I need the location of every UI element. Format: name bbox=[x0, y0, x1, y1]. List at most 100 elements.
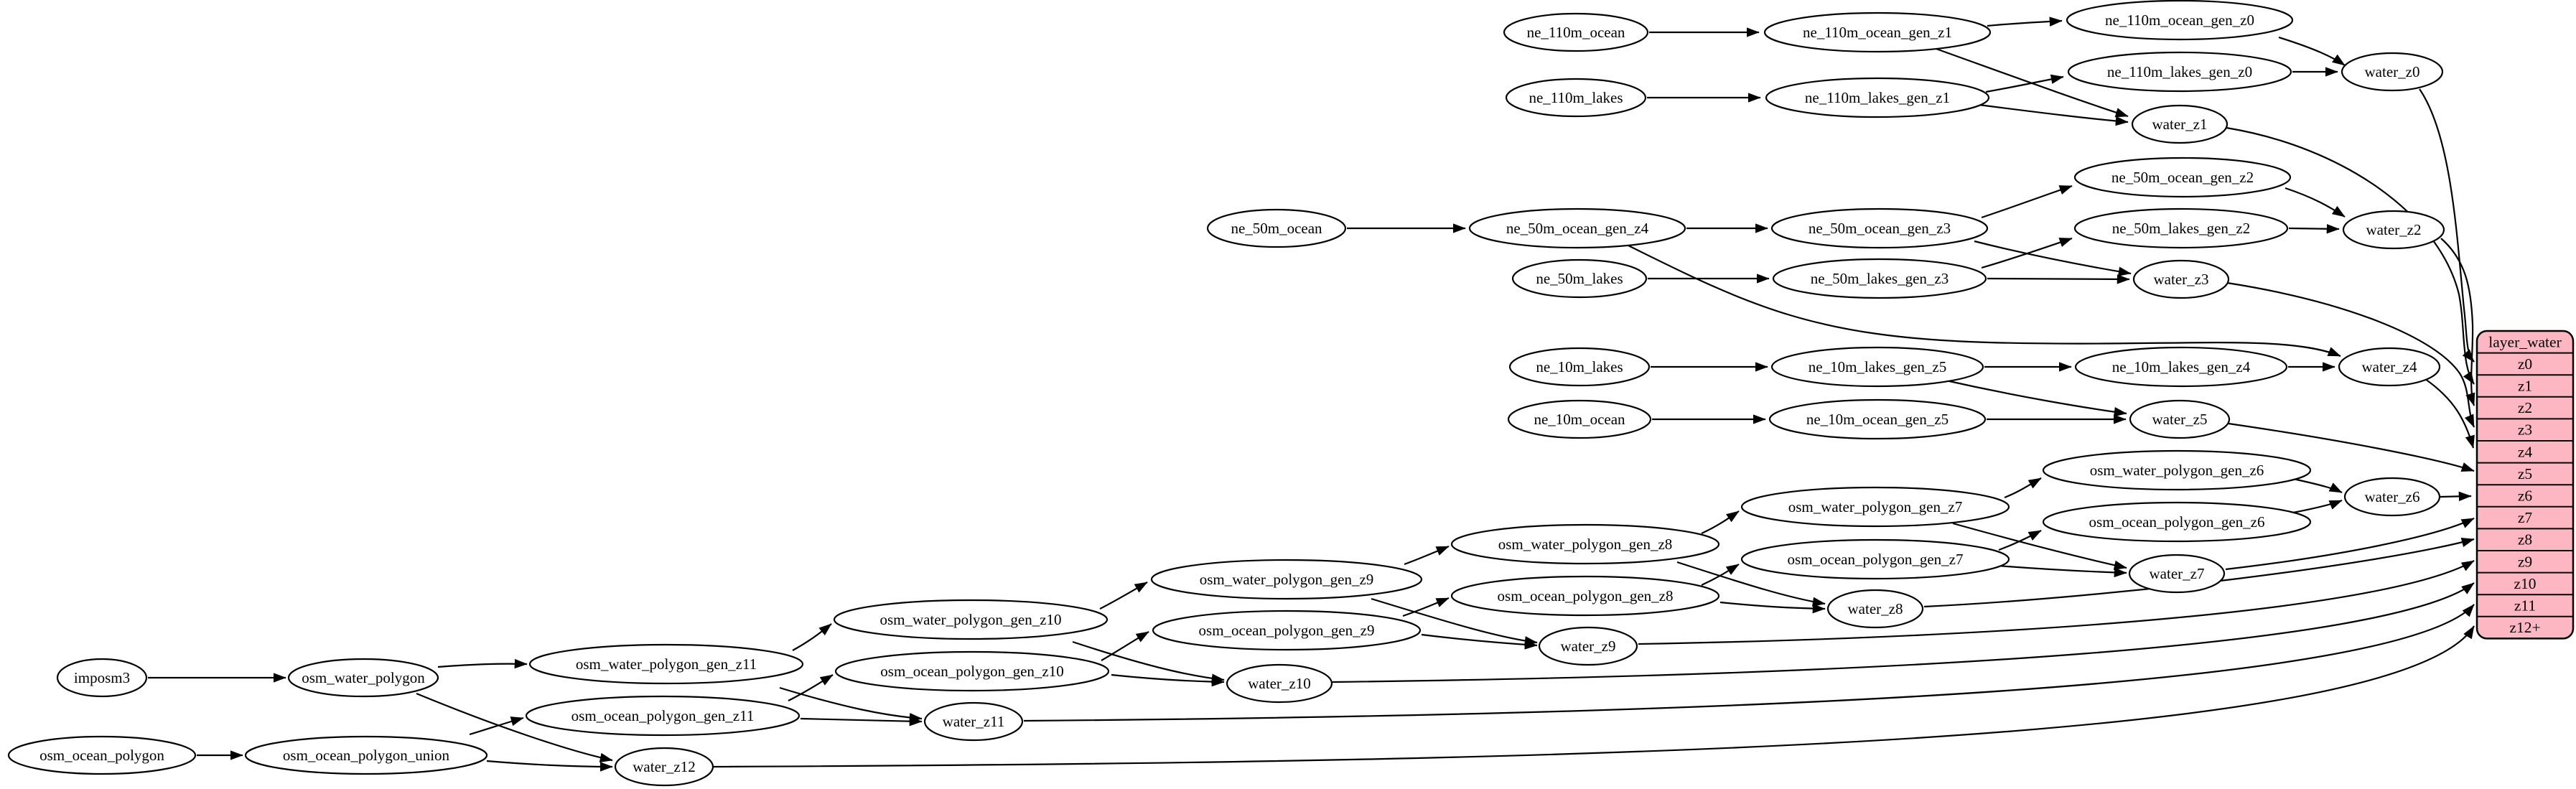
table-row-z9: z9 bbox=[2518, 553, 2532, 570]
node-ellipse bbox=[2128, 554, 2226, 594]
table-row-z4: z4 bbox=[2518, 443, 2533, 460]
node-label: osm_ocean_polygon_gen_z11 bbox=[571, 707, 755, 724]
table-row-z6: z6 bbox=[2518, 487, 2533, 505]
node-label: ne_50m_ocean bbox=[1231, 220, 1322, 237]
node-osm_water_polygon: osm_water_polygon bbox=[287, 658, 439, 698]
node-ne_50m_lakes_gen_z2: ne_50m_lakes_gen_z2 bbox=[2073, 207, 2289, 249]
node-ellipse bbox=[56, 658, 148, 698]
edge-osm_ocean_polygon_union-to-osm_ocean_polygon_gen_z11 bbox=[469, 716, 524, 736]
layer-water-table: layer_waterz0z1z2z3z4z5z6z7z8z9z10z11z12… bbox=[2475, 330, 2575, 640]
node-ellipse bbox=[1503, 12, 1649, 52]
node-ellipse bbox=[2132, 259, 2230, 299]
edge-water_z9-to-layer_water:z9 bbox=[1638, 560, 2475, 645]
edge-ne_50m_ocean_gen_z2-to-water_z2 bbox=[2285, 187, 2346, 218]
node-ellipse bbox=[2129, 399, 2231, 439]
node-label: ne_110m_ocean_gen_z1 bbox=[1803, 24, 1952, 41]
node-label: ne_50m_ocean_gen_z4 bbox=[1506, 220, 1649, 237]
edge-water_z2-to-layer_water:z2 bbox=[2440, 238, 2475, 406]
node-ellipse bbox=[1538, 626, 1638, 666]
node-water_z1: water_z1 bbox=[2131, 104, 2229, 144]
node-ellipse bbox=[2343, 477, 2441, 517]
node-ne_50m_ocean_gen_z4: ne_50m_ocean_gen_z4 bbox=[1468, 207, 1686, 249]
edge-osm_water_polygon_gen_z10-to-water_z10 bbox=[1072, 640, 1225, 683]
node-ellipse bbox=[2042, 501, 2312, 543]
node-ne_10m_ocean: ne_10m_ocean bbox=[1507, 399, 1652, 439]
node-label: ne_50m_lakes_gen_z2 bbox=[2112, 220, 2250, 237]
node-ellipse bbox=[1740, 486, 2010, 528]
edge-osm_ocean_polygon_gen_z8-to-osm_ocean_polygon_gen_z7 bbox=[1701, 564, 1740, 587]
edge-water_z8-to-layer_water:z8 bbox=[1923, 537, 2475, 608]
node-label: ne_110m_ocean bbox=[1527, 24, 1625, 41]
node-label: water_z2 bbox=[2366, 221, 2422, 238]
node-label: water_z0 bbox=[2365, 63, 2420, 80]
edge-ne_110m_ocean_gen_z0-to-water_z0 bbox=[2278, 36, 2346, 66]
table-row-z1: z1 bbox=[2518, 378, 2532, 395]
node-ellipse bbox=[2074, 346, 2288, 388]
node-ne_50m_ocean: ne_50m_ocean bbox=[1206, 208, 1347, 248]
node-ellipse bbox=[1226, 663, 1333, 704]
edge-water_z10-to-layer_water:z10 bbox=[1332, 582, 2475, 683]
node-ellipse bbox=[1763, 11, 1992, 53]
table-layer: layer_waterz0z1z2z3z4z5z6z7z8z9z10z11z12… bbox=[2475, 330, 2575, 640]
edge-osm_water_polygon_gen_z9-to-osm_water_polygon_gen_z8 bbox=[1404, 545, 1450, 566]
node-osm_ocean_polygon_gen_z11: osm_ocean_polygon_gen_z11 bbox=[525, 695, 801, 737]
node-ellipse bbox=[1770, 346, 1984, 388]
nodes-layer: ne_110m_ocean ne_110m_ocean_gen_z1 ne_110m… bbox=[7, 0, 2445, 787]
node-label: osm_ocean_polygon_gen_z10 bbox=[880, 663, 1063, 680]
edge-osm_water_polygon-to-water_z12 bbox=[416, 692, 613, 763]
node-ellipse bbox=[2066, 0, 2294, 41]
edge-osm_water_polygon_gen_z9-to-water_z9 bbox=[1371, 597, 1538, 646]
node-water_z6: water_z6 bbox=[2343, 477, 2441, 517]
edge-ne_110m_ocean_gen_z1-to-ne_110m_ocean_gen_z0 bbox=[1987, 17, 2063, 27]
edge-osm_ocean_polygon_gen_z9-to-osm_ocean_polygon_gen_z8 bbox=[1402, 597, 1450, 617]
node-ellipse bbox=[2131, 104, 2229, 144]
node-ellipse bbox=[1826, 589, 1924, 629]
edge-osm_water_polygon_gen_z6-to-water_z6 bbox=[2292, 477, 2343, 493]
node-ellipse bbox=[1511, 258, 1648, 299]
node-label: water_z8 bbox=[1848, 600, 1903, 617]
node-ellipse bbox=[287, 658, 439, 698]
edge-ne_50m_lakes_gen_z3-to-ne_50m_lakes_gen_z2 bbox=[1981, 237, 2073, 269]
edge-osm_ocean_polygon_gen_z7-to-water_z7 bbox=[1988, 564, 2127, 578]
table-row-z12+: z12+ bbox=[2509, 619, 2540, 636]
table-row-z10: z10 bbox=[2514, 575, 2536, 592]
table-row-z5: z5 bbox=[2518, 465, 2532, 482]
node-ne_10m_lakes: ne_10m_lakes bbox=[1508, 347, 1651, 387]
edge-osm_ocean_polygon_gen_z11-to-osm_ocean_polygon_gen_z10 bbox=[788, 674, 834, 701]
node-label: ne_110m_lakes bbox=[1529, 89, 1623, 106]
edge-osm_water_polygon_gen_z7-to-water_z7 bbox=[1952, 522, 2127, 570]
table-row-z8: z8 bbox=[2518, 531, 2532, 548]
node-water_z7: water_z7 bbox=[2128, 554, 2226, 594]
node-ellipse bbox=[528, 643, 804, 685]
table-row-z2: z2 bbox=[2518, 399, 2532, 416]
edge-ne_110m_lakes_gen_z1-to-water_z1 bbox=[1978, 103, 2129, 126]
node-water_z8: water_z8 bbox=[1826, 589, 1924, 629]
edge-water_z3-to-layer_water:z3 bbox=[2226, 281, 2475, 428]
node-label: osm_water_polygon_gen_z8 bbox=[1498, 536, 1673, 553]
edge-osm_water_polygon-to-osm_water_polygon_gen_z11 bbox=[437, 658, 528, 669]
node-label: osm_water_polygon bbox=[302, 669, 425, 686]
edge-osm_ocean_polygon_gen_z9-to-water_z9 bbox=[1421, 633, 1538, 650]
edge-ne_50m_lakes_gen_z2-to-water_z2 bbox=[2288, 224, 2340, 234]
node-ne_110m_lakes_gen_z0: ne_110m_lakes_gen_z0 bbox=[2067, 51, 2292, 93]
node-ellipse bbox=[1768, 398, 1987, 440]
node-osm_water_polygon_gen_z6: osm_water_polygon_gen_z6 bbox=[2042, 449, 2312, 491]
node-water_z12: water_z12 bbox=[614, 747, 714, 787]
node-osm_ocean_polygon_union: osm_ocean_polygon_union bbox=[244, 735, 488, 775]
node-osm_ocean_polygon_gen_z8: osm_ocean_polygon_gen_z8 bbox=[1450, 575, 1720, 617]
node-label: ne_110m_lakes_gen_z1 bbox=[1805, 89, 1950, 106]
node-ellipse bbox=[614, 747, 714, 787]
edge-osm_water_polygon_gen_z11-to-osm_water_polygon_gen_z10 bbox=[792, 623, 832, 651]
node-osm_water_polygon_gen_z11: osm_water_polygon_gen_z11 bbox=[528, 643, 804, 685]
node-label: imposm3 bbox=[74, 669, 130, 686]
node-label: osm_water_polygon_gen_z6 bbox=[2090, 462, 2264, 479]
node-label: water_z5 bbox=[2152, 411, 2208, 428]
node-ellipse bbox=[1507, 399, 1652, 439]
node-ellipse bbox=[1206, 208, 1347, 248]
node-label: osm_ocean_polygon_gen_z6 bbox=[2089, 513, 2265, 531]
node-label: osm_water_polygon_gen_z10 bbox=[879, 611, 1061, 628]
node-ellipse bbox=[834, 650, 1110, 692]
node-label: water_z4 bbox=[2362, 358, 2417, 375]
node-ellipse bbox=[2073, 207, 2289, 249]
